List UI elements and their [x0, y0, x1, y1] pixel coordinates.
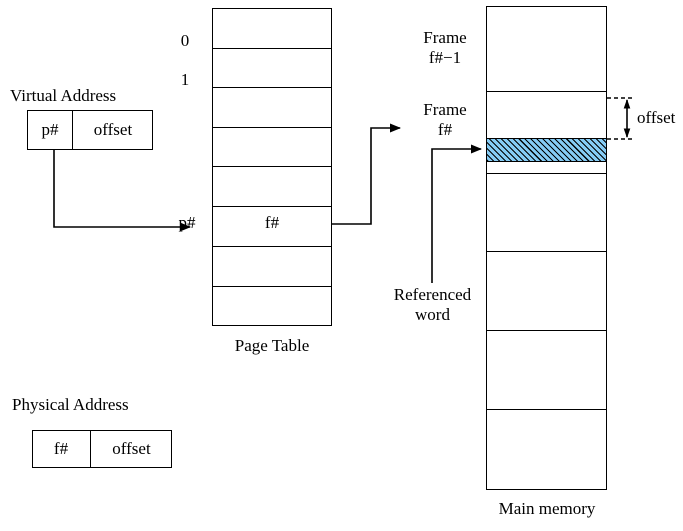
main-memory-frame-label-current: Frame f# — [410, 100, 480, 139]
physical-address-field-divider — [90, 430, 91, 468]
main-memory-caption: Main memory — [498, 499, 596, 518]
main-memory-frame-divider — [487, 409, 606, 410]
main-memory-frame-divider — [487, 91, 606, 92]
virtual-address-page-number-field: p# — [41, 120, 59, 139]
main-memory-frame-divider — [487, 173, 606, 174]
page-table-row-divider — [213, 206, 331, 207]
page-table-row-divider — [213, 286, 331, 287]
page-table — [212, 8, 332, 326]
page-table-entry-frame-number: f# — [264, 213, 280, 232]
physical-address-box — [32, 430, 172, 468]
physical-address-caption: Physical Address — [12, 395, 129, 414]
virtual-address-field-divider — [72, 110, 73, 150]
frame-label-line-2: f#−1 — [428, 47, 462, 67]
page-table-caption: Page Table — [234, 336, 310, 355]
page-table-index-page-number: p# — [178, 213, 196, 232]
offset-bracket — [607, 97, 634, 140]
main-memory-frame-divider — [487, 330, 606, 331]
page-table-row-divider — [213, 127, 331, 128]
frame-label-line-1: Frame — [423, 100, 467, 119]
referenced-word-label: Referenced word — [365, 285, 500, 324]
virtual-address-offset-field: offset — [93, 120, 133, 139]
virtual-address-caption: Virtual Address — [10, 86, 117, 105]
physical-address-offset-field: offset — [112, 439, 151, 458]
page-table-row-divider — [213, 246, 331, 247]
main-memory — [486, 6, 607, 490]
page-table-row-divider — [213, 166, 331, 167]
page-table-index-1: 1 — [180, 70, 190, 89]
main-memory-frame-divider — [487, 251, 606, 252]
offset-bracket-label: offset — [637, 108, 676, 127]
main-memory-frame-label-previous: Frame f#−1 — [410, 28, 480, 67]
referenced-word-highlight-band — [486, 138, 607, 162]
pagetable-to-frame-connector — [332, 123, 402, 225]
referenced-word-line-2: word — [415, 304, 450, 324]
page-table-index-0: 0 — [180, 31, 190, 50]
virtual-address-box — [27, 110, 153, 150]
frame-label-line-2: f# — [437, 119, 453, 139]
physical-address-frame-number-field: f# — [53, 439, 69, 458]
page-table-row-divider — [213, 48, 331, 49]
frame-label-line-1: Frame — [423, 28, 467, 47]
page-table-row-divider — [213, 87, 331, 88]
referenced-word-connector — [431, 144, 483, 283]
referenced-word-line-1: Referenced — [393, 285, 472, 304]
